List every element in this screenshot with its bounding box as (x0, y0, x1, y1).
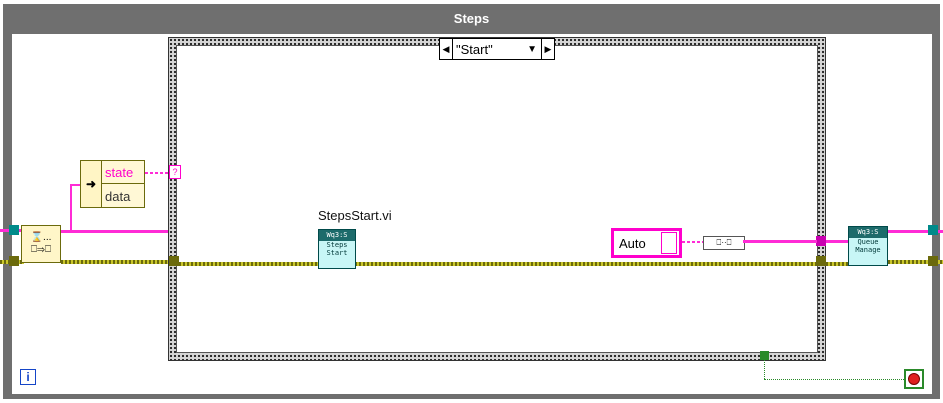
subvi-text-line-1: Steps (326, 241, 348, 249)
wire-enum-to-bundle[interactable] (682, 241, 703, 243)
stop-icon (908, 373, 920, 385)
iteration-terminal[interactable]: i (20, 369, 36, 385)
queue-icon: ⎕⇒⎕ (31, 244, 51, 255)
case-cluster-tunnel-in[interactable] (169, 256, 179, 266)
wire-enum-to-queue[interactable] (826, 240, 848, 243)
queue-manage-subvi[interactable]: Wq3:S Queue Manage (848, 226, 888, 266)
chevron-down-icon[interactable]: ▼ (527, 43, 537, 55)
cluster-tunnel-left[interactable] (9, 256, 19, 266)
wire-bundle-to-tunnel[interactable] (743, 240, 817, 243)
wire-cluster-through-case[interactable] (179, 262, 816, 266)
case-diagram (176, 45, 818, 353)
steps-start-subvi[interactable]: Wq3:S Steps Start (318, 229, 356, 269)
wire-cluster-to-case[interactable] (61, 260, 169, 264)
hourglass-icon: ⌛... (30, 232, 52, 243)
subvi-text-line-2: Start (326, 249, 348, 257)
coercion-dot: ? (169, 165, 181, 179)
unbundle-arrow-icon: ➜ (81, 161, 102, 207)
enum-dropdown-button[interactable] (661, 232, 677, 254)
loop-title: Steps (453, 11, 490, 26)
wire-cluster-to-queue[interactable] (826, 262, 848, 266)
queue-tunnel-left[interactable] (9, 225, 19, 235)
cluster-tunnel-right[interactable] (928, 256, 938, 266)
case-cluster-tunnel-out[interactable] (816, 256, 826, 266)
subvi-header: Wq3:S (319, 230, 355, 241)
wire-element-right[interactable] (70, 184, 82, 186)
dequeue-element-node[interactable]: ⌛... ⎕⇒⎕ (21, 225, 61, 263)
case-selector-label: "Start" (456, 41, 493, 57)
unbundle-field-data[interactable]: data (105, 188, 131, 204)
case-enum-tunnel-out[interactable] (816, 236, 826, 246)
wire-bool-down[interactable] (764, 360, 765, 379)
wire-state-to-selector[interactable] (145, 172, 169, 174)
case-selector-value[interactable]: "Start" ▼ (452, 39, 542, 59)
wire-bool-to-stop[interactable] (764, 379, 904, 380)
unbundle-by-name-node[interactable]: ➜ state data (80, 160, 145, 208)
case-bool-tunnel[interactable] (760, 351, 769, 360)
queue-tunnel-right[interactable] (928, 225, 938, 235)
wire-queue-out[interactable] (888, 230, 943, 233)
enum-constant-value: Auto (619, 235, 646, 251)
wire-cluster-out[interactable] (888, 260, 943, 264)
bundle-node[interactable]: ⎕··⎕ (703, 236, 745, 250)
wire-element-up[interactable] (70, 184, 72, 230)
stop-terminal[interactable] (904, 369, 924, 389)
enum-constant[interactable]: Auto (611, 228, 682, 258)
case-prev-arrow[interactable]: ◀ (442, 43, 450, 54)
subvi-header: Wq3:S (849, 227, 887, 238)
case-next-arrow[interactable]: ▶ (544, 43, 552, 54)
case-selector[interactable]: ◀ "Start" ▼ ▶ (439, 38, 555, 60)
subvi-text-line-2: Manage (855, 246, 881, 254)
wire-queue-to-case[interactable] (61, 230, 168, 233)
subvi-text-line-1: Queue (857, 238, 879, 246)
unbundle-field-state[interactable]: state (102, 162, 144, 184)
subvi-label: StepsStart.vi (318, 208, 392, 223)
